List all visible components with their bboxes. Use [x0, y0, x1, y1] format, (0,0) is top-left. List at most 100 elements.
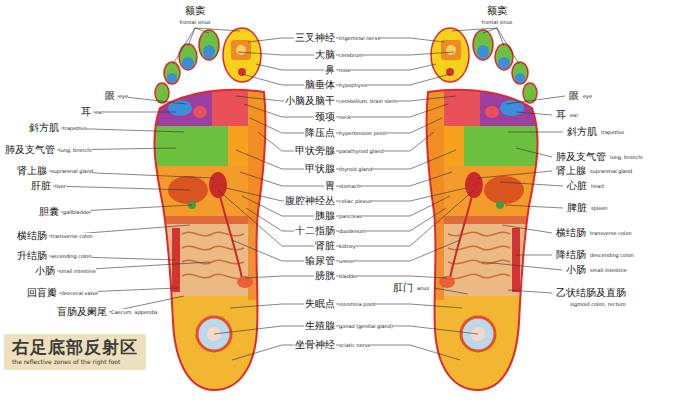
zone-label-english: pancreas: [339, 213, 362, 219]
zone-label: 肾脏: [314, 240, 336, 252]
zone-label-english: nose: [339, 67, 351, 73]
zone-label: 盲肠及阑尾: [56, 306, 108, 318]
zone-label: 额窦: [184, 5, 206, 17]
zone-label: 失眠点: [304, 298, 336, 310]
zone-label: 腹腔神经丛: [284, 195, 336, 207]
zone-label-english: lung, bronchi: [59, 147, 92, 153]
zone-label-english: duodenum: [339, 228, 366, 234]
zone-label-english: cerebellum, brain stem: [339, 98, 397, 104]
zone-label: 额窦: [486, 5, 508, 17]
zone-label-english: neck: [339, 114, 351, 120]
leader-lines: [49, 96, 214, 312]
subtitle-text: the reflective zones of the right foot: [12, 358, 138, 366]
zone-label: 十二指肠: [294, 225, 336, 237]
zone-label: 小肠: [565, 264, 587, 276]
zone-label-english: stomach: [339, 183, 360, 189]
zone-label-english: ear: [95, 109, 103, 115]
zone-label: 膀胱: [314, 270, 336, 282]
zone-label: 肾上腺: [16, 165, 48, 177]
zone-label: 鼻: [324, 64, 336, 76]
zone-label: 胰腺: [314, 210, 336, 222]
zone-label: 横结肠: [16, 230, 48, 242]
zone-label-english: heart: [591, 183, 604, 189]
zone-label: 乙状结肠及直肠: [555, 287, 627, 299]
left-foot-sole: [412, 28, 552, 400]
zone-label: 眼: [104, 90, 116, 102]
zone-label-english: trigeminal nerve: [339, 35, 380, 41]
zone-label: 肺及支气管: [555, 151, 607, 163]
zone-label-english: eye: [119, 93, 128, 99]
leader-lines: [346, 28, 519, 360]
zone-label-english: ureter: [339, 258, 354, 264]
zone-label: 降结肠: [555, 249, 587, 261]
zone-label-english: descending colon: [590, 252, 634, 258]
zone-label-english: celiac plexus: [339, 198, 371, 204]
zone-label: 小脑及脑干: [284, 95, 336, 107]
zone-label-english: cerebrum: [339, 52, 363, 58]
zone-label-english: Caecum, appendix: [111, 309, 158, 315]
zone-label-english: gonad (genital gland): [339, 323, 393, 329]
zone-label: 生殖腺: [304, 320, 336, 332]
zone-label-english: ascending colon: [51, 253, 92, 259]
zone-label: 甲状腺: [304, 163, 336, 175]
zone-label-english: spleen: [591, 205, 608, 211]
zone-label-english: transverse colon: [590, 230, 632, 236]
zone-label-english: insomnia point: [339, 301, 376, 307]
zone-label: 斜方肌: [28, 122, 60, 134]
zone-label-english: suprarenal gland: [51, 168, 93, 174]
zone-label-english: hypertension point: [339, 130, 386, 136]
zone-label: 甲状旁腺: [294, 145, 336, 157]
zone-label: 肝脏: [30, 180, 52, 192]
zone-label-english: eye: [583, 93, 592, 99]
right-foot-sole: [140, 28, 280, 400]
zone-label-english: lung, bronchi: [610, 154, 643, 160]
zone-label-english: frontal sinus: [482, 19, 513, 25]
zone-label-english: kidney: [339, 243, 356, 249]
zone-label-english: parathyroid gland: [339, 148, 384, 154]
zone-label-english: gallbladder: [63, 209, 91, 215]
zone-label: 回盲瓣: [26, 287, 58, 299]
zone-label-english: sciatic nerve: [339, 342, 371, 348]
zone-label-english: sigmoid colon, rectum: [570, 301, 626, 307]
zone-label: 脑垂体: [304, 79, 336, 91]
zone-label: 脾脏: [566, 202, 588, 214]
title-panel: 右足底部反射区the reflective zones of the right…: [4, 334, 146, 370]
zone-label: 降压点: [304, 127, 336, 139]
zone-label: 肺及支气管: [4, 144, 56, 156]
zone-label-english: liver: [55, 183, 66, 189]
zone-label-english: bladder: [339, 273, 358, 279]
zone-label: 耳: [80, 106, 92, 118]
zone-label: 升结肠: [16, 250, 48, 262]
zone-label-english: anus: [417, 285, 429, 291]
zone-label: 坐骨神经: [294, 339, 336, 351]
zone-label-english: trapezius: [601, 129, 624, 135]
zone-label: 肾上腺: [555, 165, 587, 177]
zone-label-english: trapezius: [63, 125, 86, 131]
zone-label-english: ear: [570, 112, 578, 118]
zone-label: 小肠: [34, 265, 56, 277]
zone-label: 胃: [324, 180, 336, 192]
leader-lines: [434, 96, 565, 294]
zone-label-english: small intestine: [590, 267, 627, 273]
zone-label-english: suprarenal gland: [590, 168, 632, 174]
zone-label-english: thyroid gland: [339, 166, 372, 172]
zone-label-english: frontal sinus: [180, 19, 211, 25]
zone-label: 胆囊: [38, 206, 60, 218]
leader-lines: [173, 28, 346, 360]
zone-label: 肛门: [392, 282, 414, 294]
zone-label: 大脑: [314, 49, 336, 61]
zone-label: 颈项: [314, 111, 336, 123]
title-text: 右足底部反射区: [12, 337, 138, 358]
zone-label: 横结肠: [555, 227, 587, 239]
zone-label: 斜方肌: [566, 126, 598, 138]
zone-label: 输尿管: [304, 255, 336, 267]
zone-label: 眼: [568, 90, 580, 102]
zone-label-english: transverse colon: [51, 233, 93, 239]
zone-label-english: ileocecal valve: [61, 290, 98, 296]
zone-label: 耳: [555, 109, 567, 121]
zone-label: 三叉神经: [294, 32, 336, 44]
zone-label-english: hypophysis: [339, 82, 367, 88]
zone-label: 心脏: [566, 180, 588, 192]
zone-label-english: small intestine: [59, 268, 96, 274]
